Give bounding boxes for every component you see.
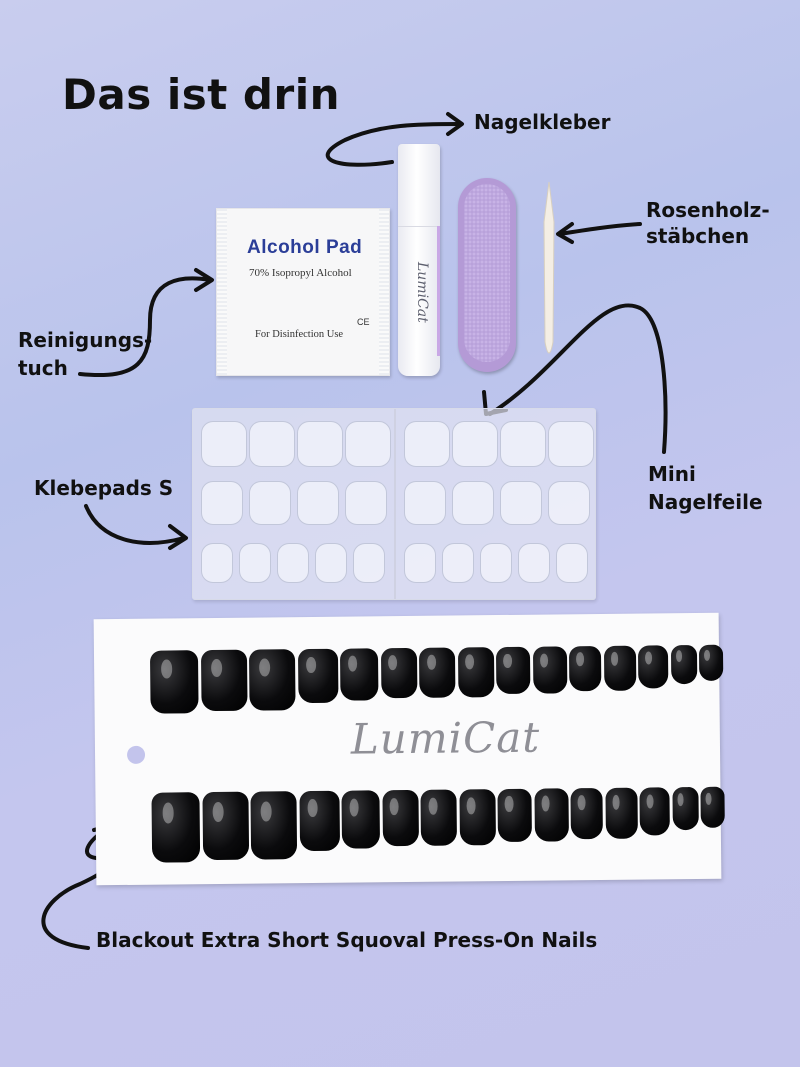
reinigung-arrow [78, 276, 212, 377]
alcohol-pad-usage: For Disinfection Use [255, 329, 344, 340]
press-on-nail [533, 788, 569, 842]
adhesive-dot [404, 543, 436, 583]
press-on-nail [495, 646, 531, 695]
press-on-nail [381, 789, 419, 847]
press-on-nail [570, 787, 603, 840]
ce-mark: CE [357, 317, 370, 327]
rosenholz-arrow [558, 222, 642, 236]
file-surface [464, 184, 510, 362]
nagelkleber-arrow [325, 122, 462, 167]
press-on-nail [420, 789, 458, 846]
adhesive-dot [452, 421, 498, 467]
adhesive-dot [500, 481, 542, 525]
label-mini-line1: Mini [648, 462, 696, 486]
press-on-nail [250, 791, 298, 860]
press-on-nail [532, 646, 567, 694]
adhesive-dot [201, 481, 243, 525]
adhesive-dot [548, 421, 594, 467]
label-rosenholz-line1: Rosenholz- [646, 198, 770, 222]
nail-glue-tube: LumiCat [398, 144, 440, 376]
adhesive-dot [404, 421, 450, 467]
press-on-nail [341, 790, 381, 849]
adhesive-dot [452, 481, 494, 525]
press-on-nail [149, 650, 199, 714]
press-on-nail [670, 644, 697, 685]
label-mini-line2: Nagelfeile [648, 490, 763, 514]
label-rosenholz-line2: stäbchen [646, 224, 750, 248]
press-on-nails-card: LumiCat [93, 612, 725, 886]
adhesive-dot [297, 481, 339, 525]
sheet-divider [394, 409, 396, 599]
adhesive-dot [404, 481, 446, 525]
alcohol-pad-title: Alcohol Pad [247, 237, 363, 258]
adhesive-dot [353, 543, 385, 583]
adhesive-dot [345, 481, 387, 525]
adhesive-dot [249, 481, 291, 525]
press-on-nail [497, 788, 532, 843]
press-on-nail [151, 792, 201, 863]
press-on-nail [698, 644, 724, 681]
press-on-nail [457, 647, 494, 698]
press-on-nail [380, 647, 417, 699]
lumicat-logo: LumiCat [350, 712, 541, 764]
label-nagelkleber: Nagelkleber [474, 110, 611, 134]
adhesive-dot [315, 543, 347, 583]
adhesive-dot [548, 481, 590, 525]
press-on-nail [458, 789, 496, 846]
klebepads-arrow [84, 504, 186, 545]
adhesive-dot [201, 543, 233, 583]
packet-seal-right [379, 209, 389, 375]
glue-cap [398, 144, 440, 227]
press-on-nail [603, 645, 636, 691]
press-on-nail [297, 648, 339, 704]
glue-body [398, 226, 440, 356]
adhesive-dot [239, 543, 271, 583]
press-on-nail [200, 649, 248, 712]
hang-hole [126, 745, 146, 764]
press-on-nail [248, 649, 296, 711]
adhesive-dot [518, 543, 550, 583]
rosewood-stick [543, 182, 555, 354]
adhesive-dot [500, 421, 546, 467]
adhesive-dot [277, 543, 309, 583]
adhesive-dot [345, 421, 391, 467]
nagelfeile-arrow [488, 303, 668, 454]
alcohol-pad-packet: Alcohol Pad 70% Isopropyl Alcohol CE For… [216, 208, 390, 376]
press-on-nail [604, 787, 638, 839]
press-on-nail [339, 648, 379, 701]
adhesive-dot [249, 421, 295, 467]
mini-nail-file [458, 178, 516, 372]
press-on-nail [700, 786, 725, 828]
press-on-nail [418, 647, 456, 698]
packet-seal-left [217, 209, 227, 375]
press-on-nail [201, 791, 249, 861]
press-on-nail [637, 645, 669, 689]
label-reinigung-line1: Reinigungs- [18, 328, 153, 352]
adhesive-dot [556, 543, 588, 583]
adhesive-dot [442, 543, 474, 583]
press-on-nail [298, 790, 340, 852]
label-reinigung-line2: tuch [18, 356, 68, 380]
adhesive-dot [480, 543, 512, 583]
label-klebepads: Klebepads S [34, 476, 174, 500]
label-nails: Blackout Extra Short Squoval Press-On Na… [96, 928, 598, 952]
adhesive-pads-sheet [192, 408, 596, 600]
alcohol-pad-subtitle: 70% Isopropyl Alcohol [249, 267, 352, 279]
press-on-nail [568, 645, 602, 692]
page-title: Das ist drin [62, 70, 340, 119]
glue-brand-logo: LumiCat [414, 262, 430, 323]
adhesive-dot [297, 421, 343, 467]
adhesive-dot [201, 421, 247, 467]
press-on-nail [639, 787, 670, 836]
press-on-nail [671, 786, 699, 831]
